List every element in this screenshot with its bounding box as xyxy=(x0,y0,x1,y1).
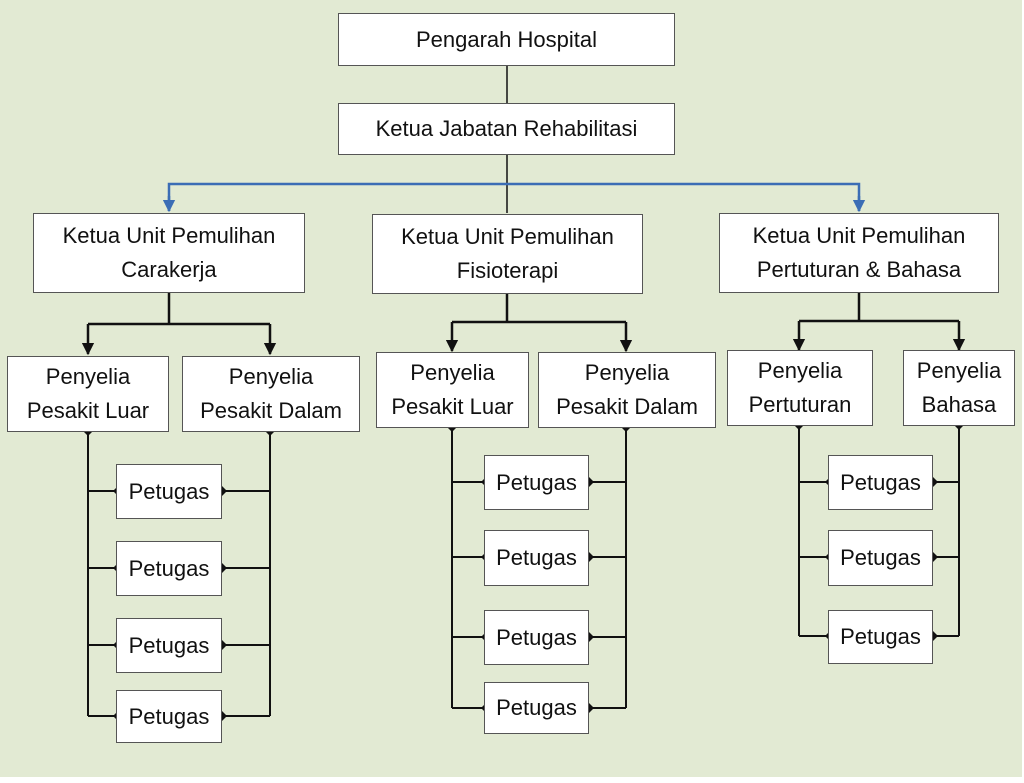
box-supervisor: Penyelia Bahasa xyxy=(903,350,1015,426)
officer-label: Petugas xyxy=(496,624,577,650)
box-officer: Petugas xyxy=(116,464,222,519)
supervisor-label: Penyelia Pesakit Dalam xyxy=(200,364,342,423)
box-department-head: Ketua Jabatan Rehabilitasi xyxy=(338,103,675,155)
officer-label: Petugas xyxy=(128,632,210,658)
box-officer: Petugas xyxy=(484,610,589,665)
box-supervisor: Penyelia Pesakit Luar xyxy=(7,356,169,432)
box-officer: Petugas xyxy=(116,541,222,596)
connector-unit3-supervisors xyxy=(799,293,959,323)
supervisor-label: Penyelia Pertuturan xyxy=(748,358,852,417)
box-officer: Petugas xyxy=(828,455,933,510)
officer-connectors-unit1 xyxy=(87,432,271,717)
officer-label: Petugas xyxy=(128,703,210,729)
box-unit-carakerja: Ketua Unit Pemulihan Carakerja xyxy=(33,213,305,293)
officer-label: Petugas xyxy=(840,469,921,495)
box-officer: Petugas xyxy=(484,530,589,586)
connector-dept-units-arrow xyxy=(167,182,861,211)
box-unit-pertuturan-bahasa: Ketua Unit Pemulihan Pertuturan & Bahasa xyxy=(719,213,999,293)
officer-label: Petugas xyxy=(840,624,921,649)
connector-unit1-supervisors xyxy=(88,293,270,326)
officer-label: Petugas xyxy=(496,469,577,495)
department-head-label: Ketua Jabatan Rehabilitasi xyxy=(375,116,638,141)
box-unit-fisioterapi: Ketua Unit Pemulihan Fisioterapi xyxy=(372,214,643,294)
officer-connectors-unit2 xyxy=(451,428,627,709)
unit-label: Ketua Unit Pemulihan Pertuturan & Bahasa xyxy=(752,223,966,282)
box-supervisor: Penyelia Pesakit Luar xyxy=(376,352,529,428)
unit-label: Ketua Unit Pemulihan Fisioterapi xyxy=(401,224,614,283)
box-officer: Petugas xyxy=(828,530,933,586)
box-supervisor: Penyelia Pertuturan xyxy=(727,350,873,426)
box-supervisor: Penyelia Pesakit Dalam xyxy=(182,356,360,432)
officer-label: Petugas xyxy=(128,478,210,504)
box-officer: Petugas xyxy=(484,682,589,734)
box-officer: Petugas xyxy=(828,610,933,664)
supervisor-label: Penyelia Pesakit Dalam xyxy=(556,360,698,419)
unit-label: Ketua Unit Pemulihan Carakerja xyxy=(62,223,276,282)
supervisor-label: Penyelia Pesakit Luar xyxy=(391,360,514,419)
box-supervisor: Penyelia Pesakit Dalam xyxy=(538,352,716,428)
officer-label: Petugas xyxy=(496,545,577,570)
officer-label: Petugas xyxy=(128,555,210,581)
connector-unit2-supervisors xyxy=(452,294,626,324)
box-director: Pengarah Hospital xyxy=(338,13,675,66)
supervisor-label: Penyelia Bahasa xyxy=(916,358,1002,417)
box-officer: Petugas xyxy=(484,455,589,510)
supervisor-label: Penyelia Pesakit Luar xyxy=(26,364,150,423)
officer-label: Petugas xyxy=(840,545,921,570)
officer-label: Petugas xyxy=(496,695,577,720)
director-label: Pengarah Hospital xyxy=(415,26,597,52)
box-officer: Petugas xyxy=(116,690,222,743)
officer-connectors-unit3 xyxy=(798,426,960,637)
box-officer: Petugas xyxy=(116,618,222,673)
